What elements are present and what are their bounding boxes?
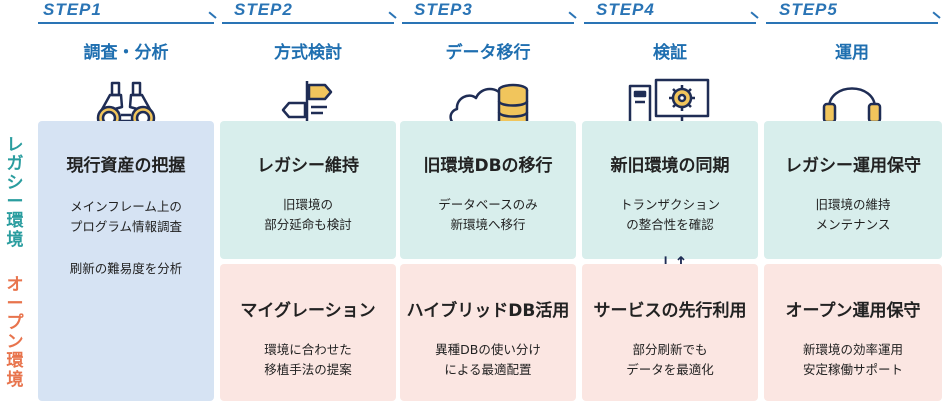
step5-title: 運用 [835, 43, 869, 63]
step1-line [38, 22, 214, 24]
legacy-cell-text: 旧環境の維持 メンテナンス [815, 197, 891, 232]
open-cell-heading: マイグレーション [240, 301, 376, 321]
step3-line [402, 22, 574, 24]
open-cell-heading: オープン運用保守 [785, 301, 921, 321]
open-cell-step5: オープン運用保守 新環境の効率運用 安定稼働サポート [764, 264, 942, 401]
legacy-cell-step3: 旧環境DBの移行 データベースのみ 新環境へ移行 [400, 121, 576, 259]
step5-line [766, 22, 938, 24]
step2-title: 方式検討 [274, 43, 342, 63]
signpost-icon [220, 76, 396, 134]
step5-label: STEP5 [779, 0, 838, 19]
legacy-cell-heading: 新旧環境の同期 [610, 156, 730, 176]
legacy-cell-text: データベースのみ 新環境へ移行 [438, 197, 538, 232]
step1-heading: 現行資産の把握 [66, 156, 186, 176]
legacy-cell-step5: レガシー運用保守 旧環境の維持 メンテナンス [764, 121, 942, 259]
legacy-cell-text: 旧環境の 部分延命も検討 [264, 197, 352, 232]
step2-line [222, 22, 394, 24]
open-cell-step4: サービスの先行利用 部分刷新でも データを最適化 [582, 264, 758, 401]
step1-text2: 刷新の難易度を分析 [69, 261, 183, 276]
legacy-cell-step4: 新旧環境の同期 トランザクション の整合性を確認 [582, 121, 758, 259]
open-cell-step2: マイグレーション 環境に合わせた 移植手法の提案 [220, 264, 396, 401]
legacy-cell-heading: レガシー運用保守 [785, 156, 921, 176]
open-env-label: オ ー プ ン 環 境 [6, 275, 24, 390]
open-cell-step3: ハイブリッドDB活用 異種DBの使い分け による最適配置 [400, 264, 576, 401]
open-cell-heading: サービスの先行利用 [593, 301, 747, 321]
step4-label: STEP4 [596, 0, 655, 19]
open-cell-heading: ハイブリッドDB活用 [406, 301, 570, 321]
open-cell-text: 異種DBの使い分け による最適配置 [435, 342, 541, 377]
step1-label: STEP1 [43, 0, 102, 19]
open-cell-text: 新環境の効率運用 安定稼働サポート [802, 342, 903, 377]
legacy-cell-step2: レガシー維持 旧環境の 部分延命も検討 [220, 121, 396, 259]
cloud-database-icon [400, 76, 576, 134]
step1-text1: メインフレーム上の プログラム情報調査 [69, 199, 183, 234]
legacy-env-label: レ ガ シ ー 環 境 [6, 135, 24, 250]
open-cell-text: 環境に合わせた 移植手法の提案 [264, 342, 352, 377]
open-cell-text: 部分刷新でも データを最適化 [626, 342, 714, 377]
step2-label: STEP2 [234, 0, 293, 19]
step1-title: 調査・分析 [83, 43, 169, 63]
step3-label: STEP3 [414, 0, 473, 19]
step4-title: 検証 [653, 43, 687, 63]
step3-title: データ移行 [445, 43, 531, 63]
legacy-cell-heading: 旧環境DBの移行 [423, 156, 553, 176]
legacy-cell-text: トランザクション の整合性を確認 [619, 197, 720, 232]
legacy-cell-heading: レガシー維持 [257, 156, 359, 176]
step1-box: 現行資産の把握 メインフレーム上の プログラム情報調査 刷新の難易度を分析 [38, 121, 214, 401]
step4-line [584, 22, 756, 24]
